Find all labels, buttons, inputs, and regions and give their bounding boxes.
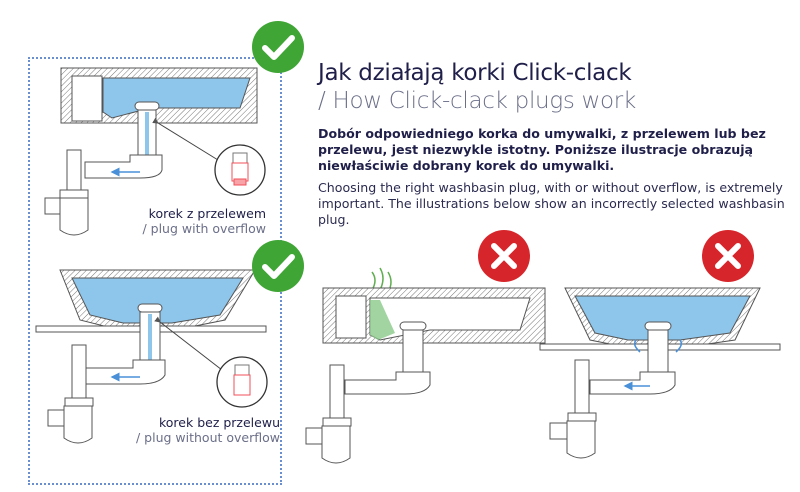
check-icon — [252, 21, 304, 73]
incorrect-vessel-sink-illustration — [539, 287, 781, 459]
sink-with-overflow-illustration — [44, 67, 266, 236]
caption-with-overflow: korek z przelewem / plug with overflow — [142, 206, 266, 236]
cross-icon — [478, 230, 530, 282]
intro-polish: Dobór odpowiedniego korka do umywalki, z… — [318, 126, 766, 173]
intro-english: Choosing the right washbasin plug, with … — [318, 180, 785, 227]
caption-pl: korek bez przelewu — [158, 415, 280, 430]
caption-without-overflow: korek bez przelewu / plug without overfl… — [136, 415, 280, 445]
caption-en: / plug with overflow — [142, 221, 266, 236]
caption-pl: korek z przelewem — [148, 206, 266, 221]
check-icon — [252, 240, 304, 292]
incorrect-overflow-sink-illustration — [305, 267, 546, 464]
sink-without-overflow-illustration — [35, 269, 268, 444]
page-title: Jak działają korki Click-clack — [318, 60, 632, 86]
page-subtitle: / How Click-clack plugs work — [318, 88, 636, 114]
caption-en: / plug without overflow — [135, 430, 280, 445]
cross-icon — [702, 230, 754, 282]
